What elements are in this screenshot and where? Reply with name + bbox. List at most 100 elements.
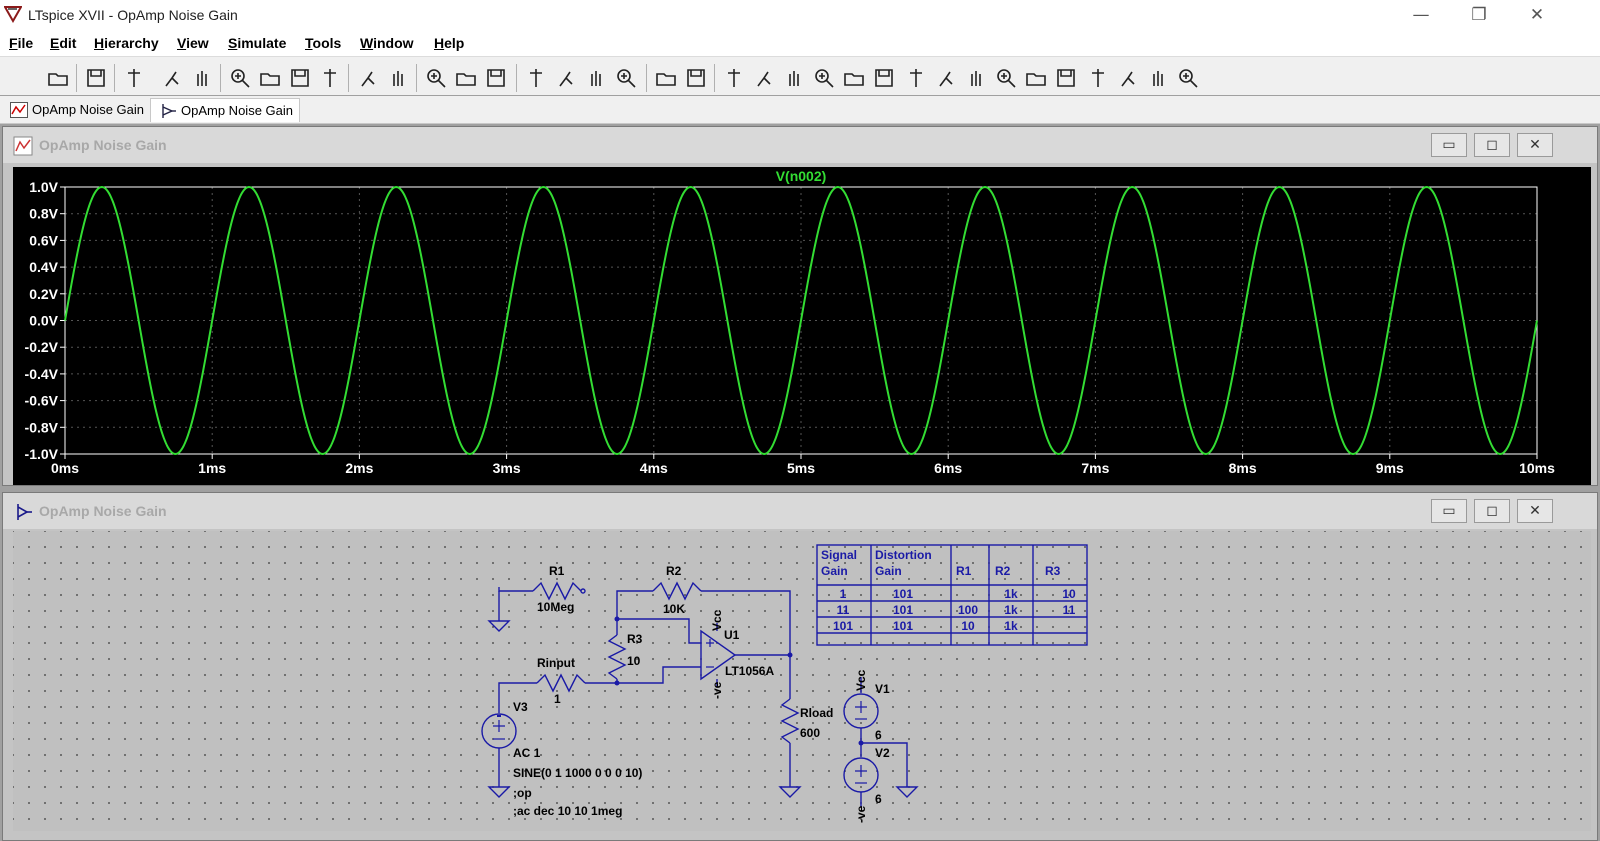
y-tick-label: -0.4V	[25, 366, 59, 382]
open-button[interactable]	[46, 66, 70, 90]
inductor-button[interactable]	[872, 66, 896, 90]
paste-icon	[591, 71, 601, 86]
text-button[interactable]	[1146, 66, 1170, 90]
close-window-button[interactable]: ✕	[1529, 5, 1545, 25]
zoom-in-icon	[231, 69, 250, 88]
zoom-in-button[interactable]	[228, 66, 252, 90]
label-vee-v2: -ve	[854, 805, 868, 823]
table-header: Gain	[875, 564, 902, 578]
draw-wire-icon	[728, 69, 740, 87]
move-button[interactable]	[964, 66, 988, 90]
schematic-window-title: OpAmp Noise Gain	[39, 503, 167, 519]
mark-data-button[interactable]	[386, 66, 410, 90]
waveform-window-titlebar[interactable]: OpAmp Noise Gain ▭ ◻ ✕	[3, 127, 1597, 163]
toolbar-separator	[76, 64, 77, 92]
waveform-close-button[interactable]: ✕	[1517, 133, 1553, 157]
label-v1-value: 6	[875, 728, 882, 742]
label-vcc-v1: Vcc	[854, 669, 868, 691]
waveform-minimize-button[interactable]: ▭	[1431, 133, 1467, 157]
paste-button[interactable]	[584, 66, 608, 90]
resistor-rinput[interactable]	[536, 673, 586, 693]
save-button[interactable]	[84, 66, 108, 90]
diode-button[interactable]	[904, 66, 928, 90]
ground-icon	[757, 71, 771, 87]
autorange-button[interactable]	[356, 66, 380, 90]
waveform-maximize-button[interactable]: ◻	[1474, 133, 1510, 157]
toolbar-separator	[220, 64, 221, 92]
table-cell: 1k	[1004, 603, 1018, 617]
zoom-area-button[interactable]	[258, 66, 282, 90]
tile-vertical-button[interactable]	[484, 66, 508, 90]
schematic-window-titlebar[interactable]: OpAmp Noise Gain ▭ ◻ ✕	[3, 493, 1597, 529]
schematic-tab-icon	[162, 104, 176, 118]
undo-button[interactable]	[1024, 66, 1048, 90]
zoom-cancel-button[interactable]	[318, 66, 342, 90]
opamp-u1[interactable]	[700, 629, 737, 681]
drag-icon	[997, 69, 1016, 88]
label-r1-value: 10Meg	[537, 600, 574, 614]
spice-directive-button[interactable]	[1176, 66, 1200, 90]
copy-button[interactable]	[554, 66, 578, 90]
label-net-button[interactable]	[782, 66, 806, 90]
minimize-window-button[interactable]: —	[1412, 5, 1430, 25]
resistor-icon	[815, 69, 834, 88]
tab-label: OpAmp Noise Gain	[181, 103, 293, 118]
print-setup-button[interactable]	[684, 66, 708, 90]
redo-button[interactable]	[1054, 66, 1078, 90]
open-icon	[48, 73, 68, 86]
spice-directive-ac[interactable]: ;ac dec 10 10 1meg	[513, 804, 622, 818]
run-button[interactable]	[160, 66, 184, 90]
trace-label-vn002[interactable]: V(n002)	[776, 168, 827, 184]
mirror-button[interactable]	[1116, 66, 1140, 90]
print-setup-icon	[687, 69, 705, 87]
draw-wire-button[interactable]	[722, 66, 746, 90]
print-button[interactable]	[654, 66, 678, 90]
drag-button[interactable]	[994, 66, 1018, 90]
cut-button[interactable]	[524, 66, 548, 90]
menu-tools[interactable]: Tools	[305, 35, 342, 51]
halt-button[interactable]	[190, 66, 214, 90]
menu-bar: File Edit Hierarchy View Simulate Tools …	[0, 30, 1600, 56]
menu-window[interactable]: Window	[360, 35, 414, 51]
menu-file[interactable]: File	[9, 35, 34, 51]
spice-directive-op[interactable]: ;op	[513, 786, 532, 800]
document-tabs: OpAmp Noise Gain OpAmp Noise Gain	[0, 96, 1600, 124]
schematic-canvas[interactable]: R1 10Meg R2 10K R3 10 Rinput 1 U1 LT1056…	[13, 531, 1591, 831]
schematic-svg: R1 10Meg R2 10K R3 10 Rinput 1 U1 LT1056…	[481, 544, 1088, 823]
control-panel-button[interactable]	[122, 66, 146, 90]
restore-window-button[interactable]: ❐	[1471, 5, 1487, 25]
x-tick-label: 4ms	[640, 460, 668, 476]
menu-hierarchy[interactable]: Hierarchy	[94, 35, 159, 51]
ground-symbol	[778, 786, 802, 798]
resistor-button[interactable]	[812, 66, 836, 90]
copy-icon	[559, 71, 573, 87]
tile-horizontal-button[interactable]	[424, 66, 448, 90]
trace-vn002	[64, 185, 1538, 456]
ground-button[interactable]	[752, 66, 776, 90]
schematic-minimize-button[interactable]: ▭	[1431, 499, 1467, 523]
tab-waveform[interactable]: OpAmp Noise Gain	[2, 98, 150, 122]
resistor-r2[interactable]	[652, 581, 702, 601]
toolbar-separator	[348, 64, 349, 92]
resistor-r1[interactable]	[532, 581, 582, 601]
rotate-button[interactable]	[1086, 66, 1110, 90]
label-r3-value: 10	[627, 654, 641, 668]
capacitor-button[interactable]	[842, 66, 866, 90]
schematic-close-button[interactable]: ✕	[1517, 499, 1553, 523]
label-u1-model: LT1056A	[725, 664, 774, 678]
find-button[interactable]	[614, 66, 638, 90]
cascade-button[interactable]	[454, 66, 478, 90]
menu-simulate[interactable]: Simulate	[228, 35, 287, 51]
zoom-out-button[interactable]	[288, 66, 312, 90]
resistor-rload[interactable]	[780, 698, 800, 744]
menu-edit[interactable]: Edit	[50, 35, 77, 51]
menu-help[interactable]: Help	[434, 35, 465, 51]
schematic-maximize-button[interactable]: ◻	[1474, 499, 1510, 523]
menu-view[interactable]: View	[177, 35, 209, 51]
tab-schematic[interactable]: OpAmp Noise Gain	[150, 98, 300, 122]
component-button[interactable]	[934, 66, 958, 90]
resistor-r3[interactable]	[607, 634, 627, 680]
